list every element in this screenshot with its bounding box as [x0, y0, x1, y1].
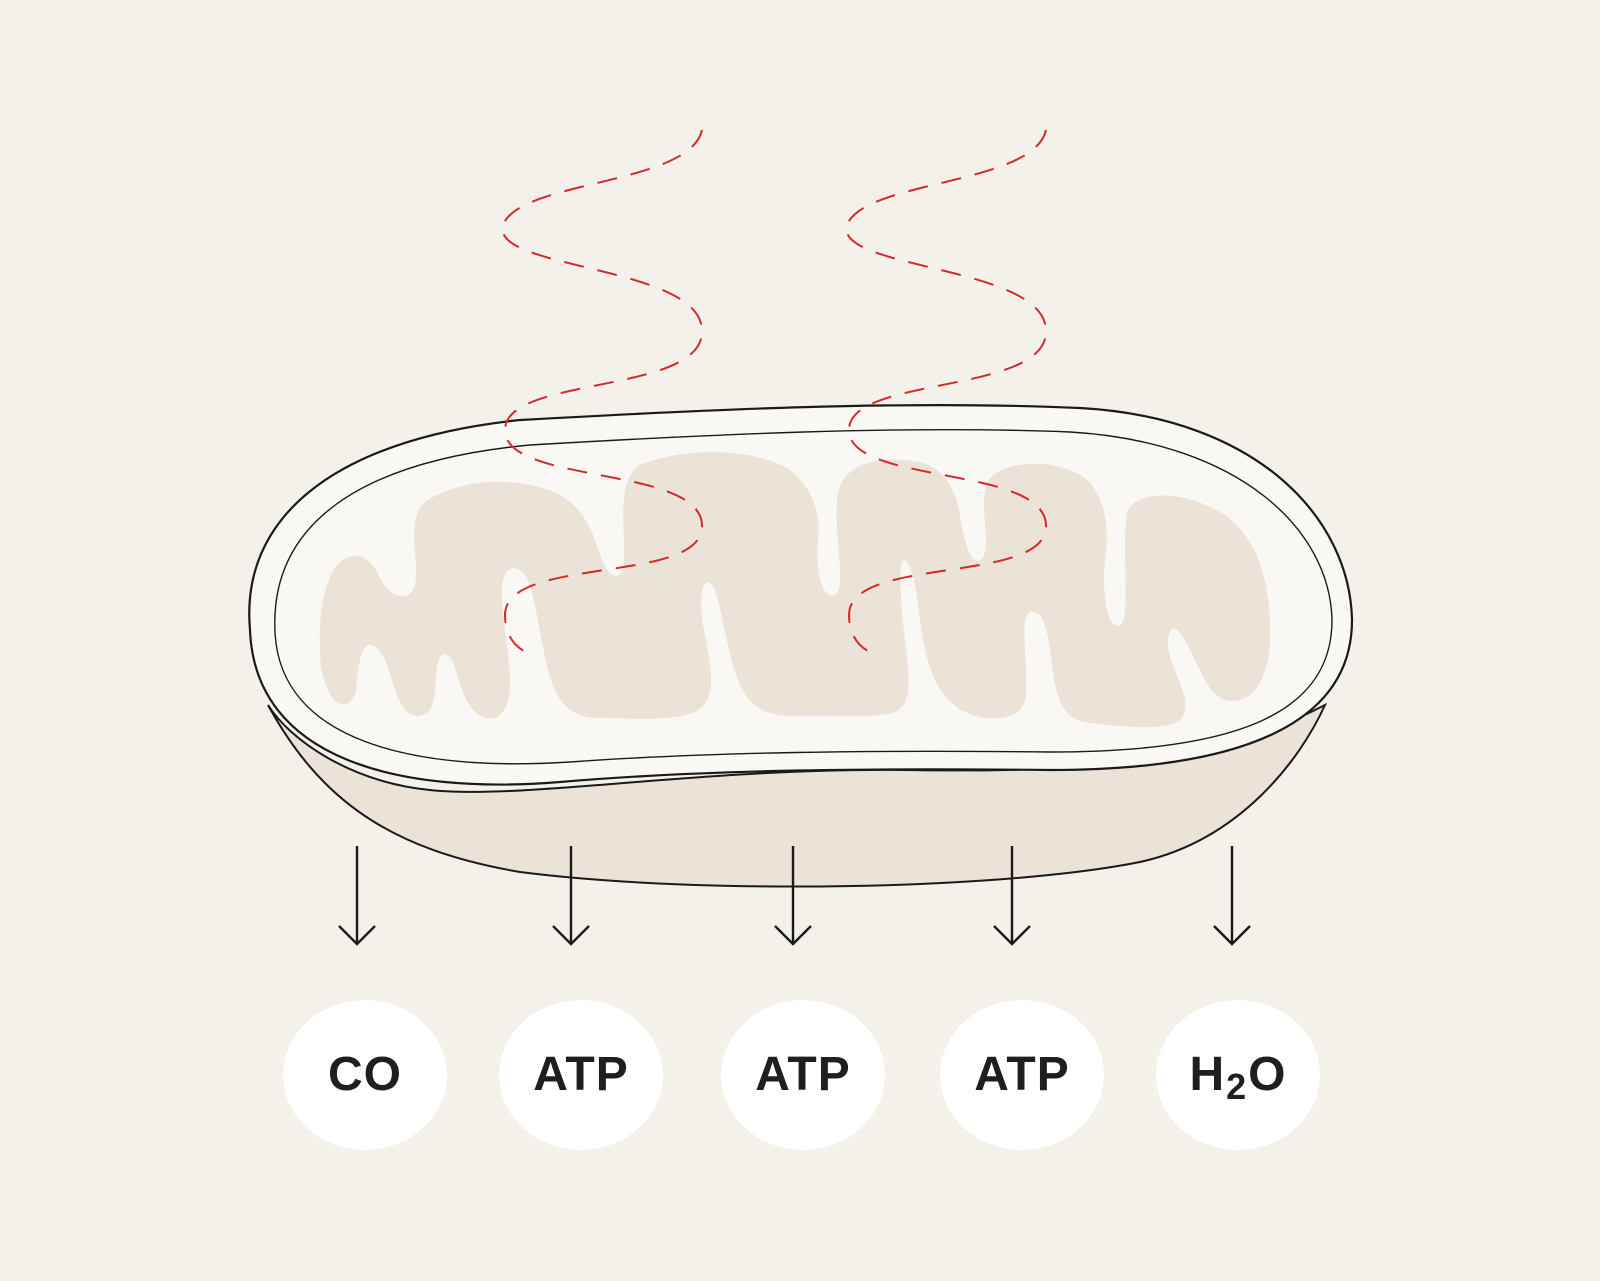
product-circle-atp: ATP [721, 1000, 885, 1150]
product-label: ATP [533, 1048, 629, 1101]
product-label: ATP [755, 1048, 851, 1101]
formula-tail: O [1248, 1048, 1287, 1101]
arrow-down-icon [338, 846, 376, 946]
arrow-down-icon [552, 846, 590, 946]
arrow-down-icon [993, 846, 1031, 946]
mitochondrion-inner-membrane [274, 428, 1333, 765]
arrow-down-icon [774, 846, 812, 946]
arrow-down-icon [1213, 846, 1251, 946]
product-circle-atp: ATP [940, 1000, 1104, 1150]
product-circle-co: CO [283, 1000, 447, 1150]
formula-main: H [1189, 1048, 1226, 1101]
mitochondrion-cristae [319, 452, 1271, 728]
formula-subscript: 2 [1226, 1066, 1248, 1107]
product-circle-atp: ATP [499, 1000, 663, 1150]
product-label: ATP [974, 1048, 1070, 1101]
mitochondrion-lower-body [267, 702, 1328, 888]
product-label: CO [328, 1048, 402, 1101]
